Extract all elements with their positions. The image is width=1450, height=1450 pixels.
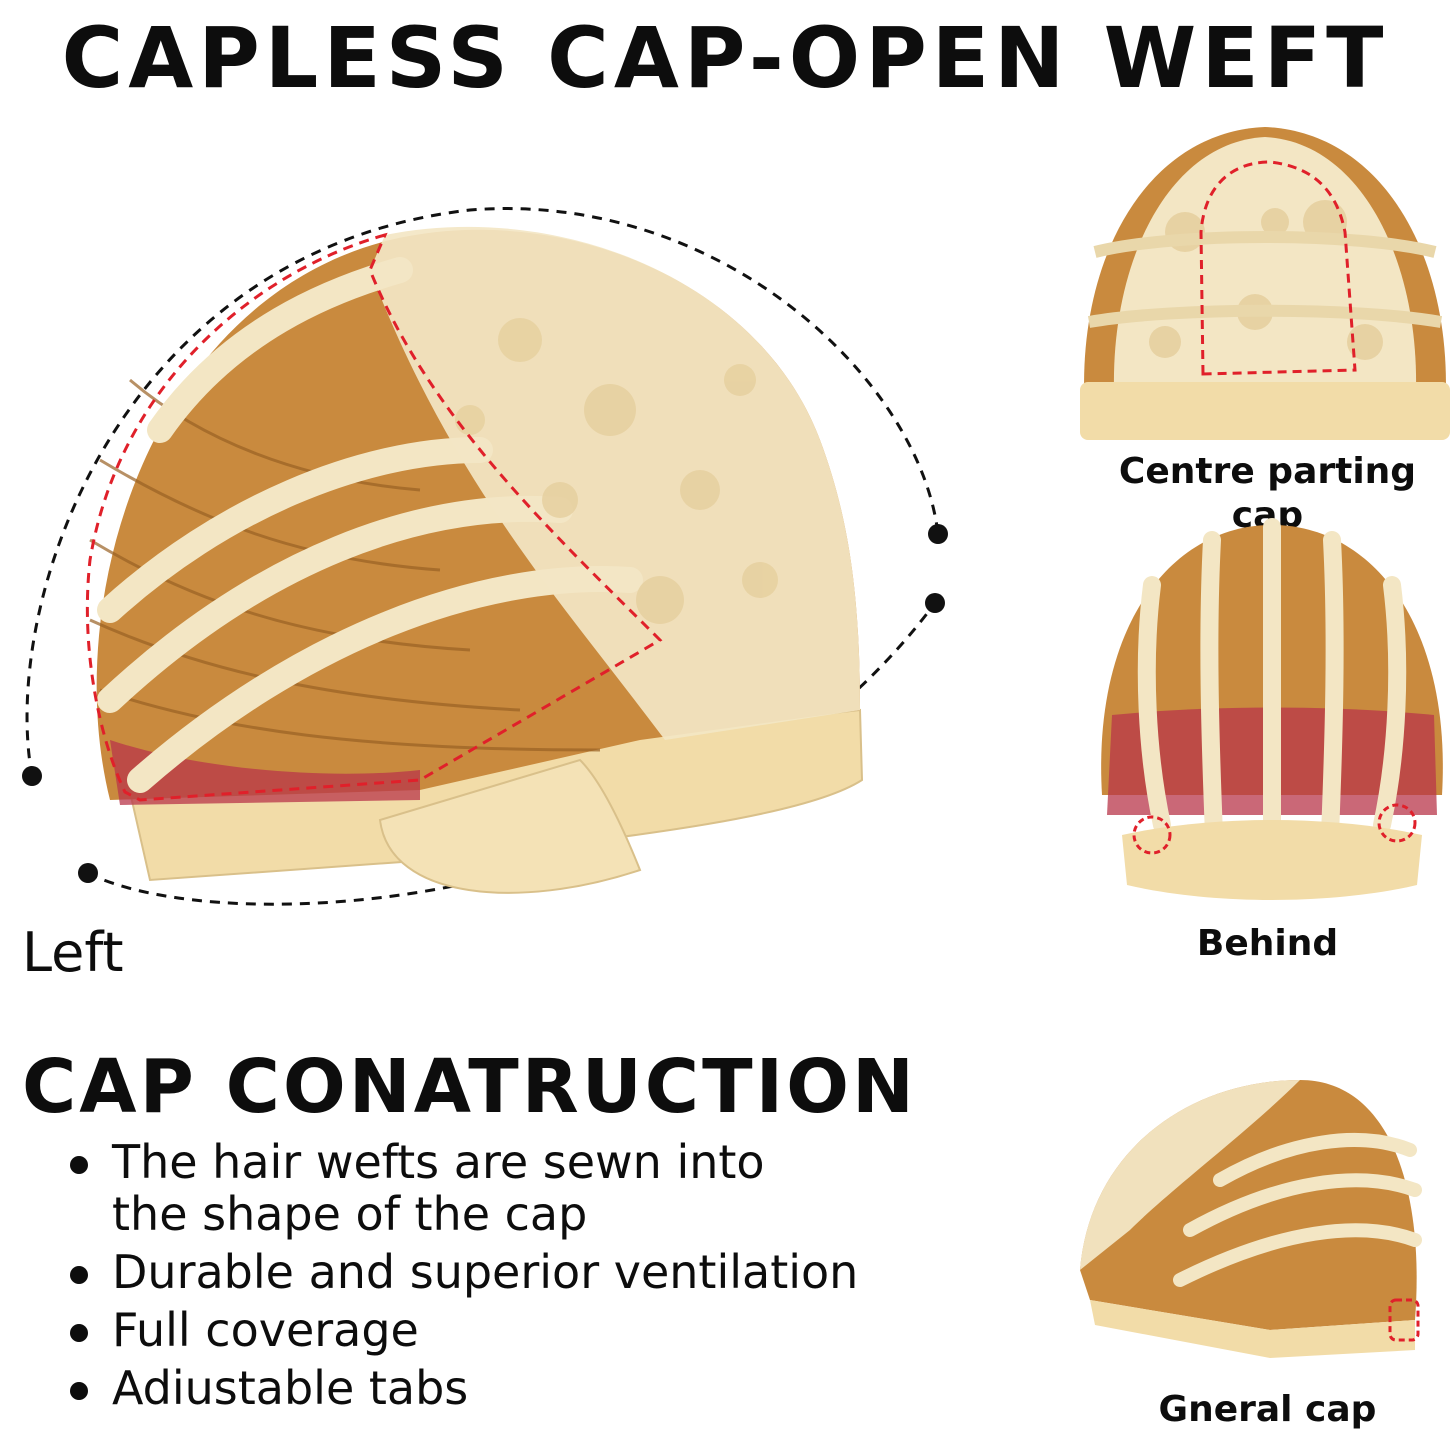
lace-strip <box>147 257 413 443</box>
feature-item: The hair wefts are sewn into the shape o… <box>66 1136 832 1240</box>
section-heading: CAP CONATRUCTION <box>22 1044 917 1130</box>
orbit-dot <box>78 863 98 883</box>
orbit-dot <box>925 593 945 613</box>
orbit-arc-top <box>25 207 940 777</box>
bullet-icon <box>70 1382 88 1400</box>
bullet-icon <box>70 1324 88 1342</box>
bullet-icon <box>70 1266 88 1284</box>
lace-strip <box>97 437 493 623</box>
red-weft <box>110 740 420 805</box>
page-title: CAPLESS CAP-OPEN WEFT <box>61 9 1389 107</box>
view-label-behind: Behind <box>1196 923 1339 964</box>
lace-crown <box>370 226 860 740</box>
centre-parting-cap-image <box>1080 127 1450 440</box>
behind-cap-image <box>1101 518 1443 900</box>
feature-item: Full coverage <box>66 1304 966 1356</box>
feature-item: Durable and superior ventilation <box>66 1246 966 1298</box>
weft-area-outline <box>85 232 663 802</box>
feature-list: The hair wefts are sewn into the shape o… <box>66 1136 966 1420</box>
ear-tab <box>378 758 642 894</box>
general-cap-image <box>1080 1080 1422 1358</box>
bullet-icon <box>70 1156 88 1174</box>
feature-item: Adiustable tabs <box>66 1362 966 1414</box>
orbit-dot <box>22 766 42 786</box>
main-cap-illustration <box>22 207 948 906</box>
tab-highlight-right <box>1377 803 1417 843</box>
view-label-left: Left <box>22 921 124 984</box>
tab-highlight-left <box>1132 815 1172 855</box>
view-label-general: Gneral cap <box>1158 1389 1377 1430</box>
orbit-dot <box>928 524 948 544</box>
